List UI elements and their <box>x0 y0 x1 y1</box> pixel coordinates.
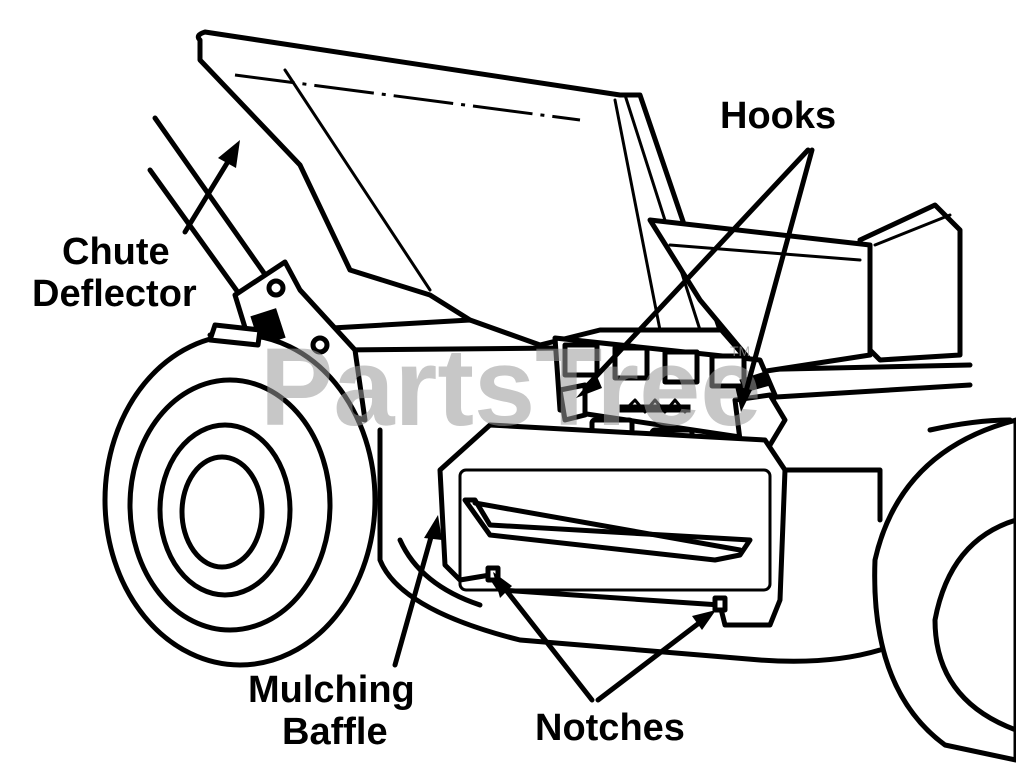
chute-deflector-label-line2: Deflector <box>32 273 197 315</box>
hooks-arrow-right <box>742 147 815 398</box>
labels: Chute Deflector Hooks Mulching Baffle No… <box>32 95 836 753</box>
watermark-trademark: TM <box>730 343 750 359</box>
hooks-arrow-left <box>585 147 811 388</box>
mulching-baffle-label-line2: Baffle <box>282 711 388 753</box>
left-wheel <box>102 322 378 668</box>
mulching-baffle-arrow <box>392 527 436 668</box>
notches-arrow-left <box>499 582 595 703</box>
right-wheel <box>872 417 1016 763</box>
notches-label: Notches <box>535 707 685 749</box>
callout-arrows <box>182 140 815 703</box>
hooks-label: Hooks <box>720 95 836 137</box>
mulching-baffle-label-line1: Mulching <box>248 669 415 711</box>
notches-arrow-right <box>595 617 706 703</box>
chute-deflector-label-line1: Chute <box>62 231 170 273</box>
mulching-baffle <box>437 422 788 628</box>
watermark: PartsTree TM <box>260 326 761 449</box>
chute-deflector-arrow <box>182 152 235 235</box>
watermark-text: PartsTree <box>260 326 761 449</box>
